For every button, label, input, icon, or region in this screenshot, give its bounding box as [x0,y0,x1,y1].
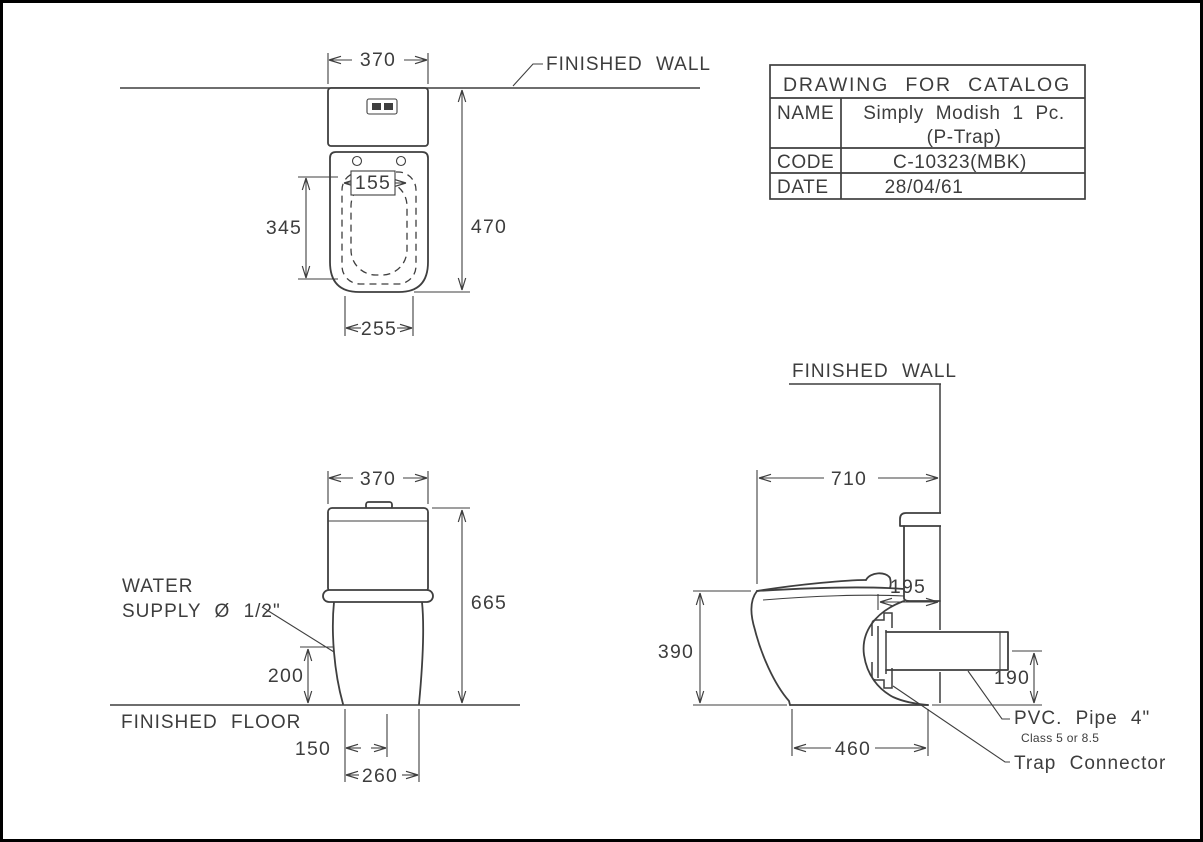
trap-connector-leader [892,685,1010,763]
dim-inner-width: 155 [355,172,391,194]
flush-button-right [384,103,393,110]
dim-trap-offset: 195 [890,576,926,598]
tank-lid-side [899,512,941,527]
seat-front-band [322,589,434,603]
pvc-pipe [885,631,1009,671]
rim-underline [762,594,905,601]
title-block-border [769,64,1086,200]
dim-seat-width: 255 [361,318,397,340]
tank-front-side [903,525,941,602]
dim-outlet-center-height: 190 [994,667,1030,689]
dim-depth-side: 710 [831,468,867,490]
body-right-edge [418,601,425,705]
trap-connector-label: Trap Connector [1014,753,1166,774]
finished-wall-label-side: FINISHED WALL [792,361,957,382]
dim-255-ext [344,296,414,336]
flush-button-outline [366,98,398,115]
dim-460-ext [791,709,929,756]
dim-base-ext [344,709,420,782]
dim-seat-length: 345 [266,217,302,239]
front-view: FINISHED FLOOR WATER SUPPLY Ø 1/2" 370 6… [110,468,520,787]
dim-width-front: 370 [360,468,396,490]
title-block: DRAWING FOR CATALOG NAME Simply Modish 1… [769,64,1086,200]
finished-wall-leader [512,63,543,87]
finished-wall-label-top: FINISHED WALL [546,54,711,75]
title-block-title: DRAWING FOR CATALOG [783,74,1071,96]
water-supply-label-line1: WATER [122,576,194,597]
water-supply-label-line2: SUPPLY Ø 1/2" [122,601,281,622]
finished-floor-label: FINISHED FLOOR [121,712,301,733]
flush-button-left [372,103,381,110]
tank-plan-outline [327,87,429,147]
name-label: NAME [777,103,834,124]
pvc-pipe-leader [967,670,1010,720]
trap-connector-plate [877,626,887,678]
code-label: CODE [777,152,834,173]
dim-390-ext [693,590,787,706]
dim-rim-height: 390 [658,641,694,663]
water-supply-leader [261,606,335,653]
pvc-pipe-label: PVC. Pipe 4" [1014,708,1150,729]
dim-370-ext [327,53,429,84]
top-view: FINISHED WALL 155 370 345 470 [120,49,711,340]
body-left-edge [331,601,344,705]
date-value: 28/04/61 [885,177,964,198]
dim-370f-ext [327,471,429,504]
dim-190-ext [932,650,1042,706]
dim-base-depth: 460 [835,738,871,760]
dim-width-top: 370 [360,49,396,71]
dim-supply-height: 200 [268,665,304,687]
dim-depth-top: 470 [471,216,507,238]
title-block-grid [770,97,1085,199]
bowl-front-profile [750,590,791,706]
dim-outlet-offset: 150 [295,738,331,760]
side-view: FINISHED WALL 710 195 [658,361,1166,774]
trap-connector-top-clip [871,612,893,636]
pipe-mask [886,632,1008,670]
hinge-right [395,155,407,167]
pvc-class-label: Class 5 or 8.5 [1021,731,1099,745]
code-value: C-10323(MBK) [893,152,1027,173]
dim-345-ext [298,176,338,280]
date-label: DATE [777,177,829,198]
dim-155-box [350,170,396,196]
dim-base-width: 260 [362,765,398,787]
name-value-line1: Simply Modish 1 Pc. [863,103,1065,124]
seat-lid-top [756,579,867,592]
trap-connector-bottom-clip [871,662,893,689]
name-value-line2: (P-Trap) [927,127,1002,148]
seat-lid-bottom [756,586,905,592]
hinge-left [351,155,363,167]
dim-height-front: 665 [471,592,507,614]
seat-hinge-bump [865,572,892,589]
